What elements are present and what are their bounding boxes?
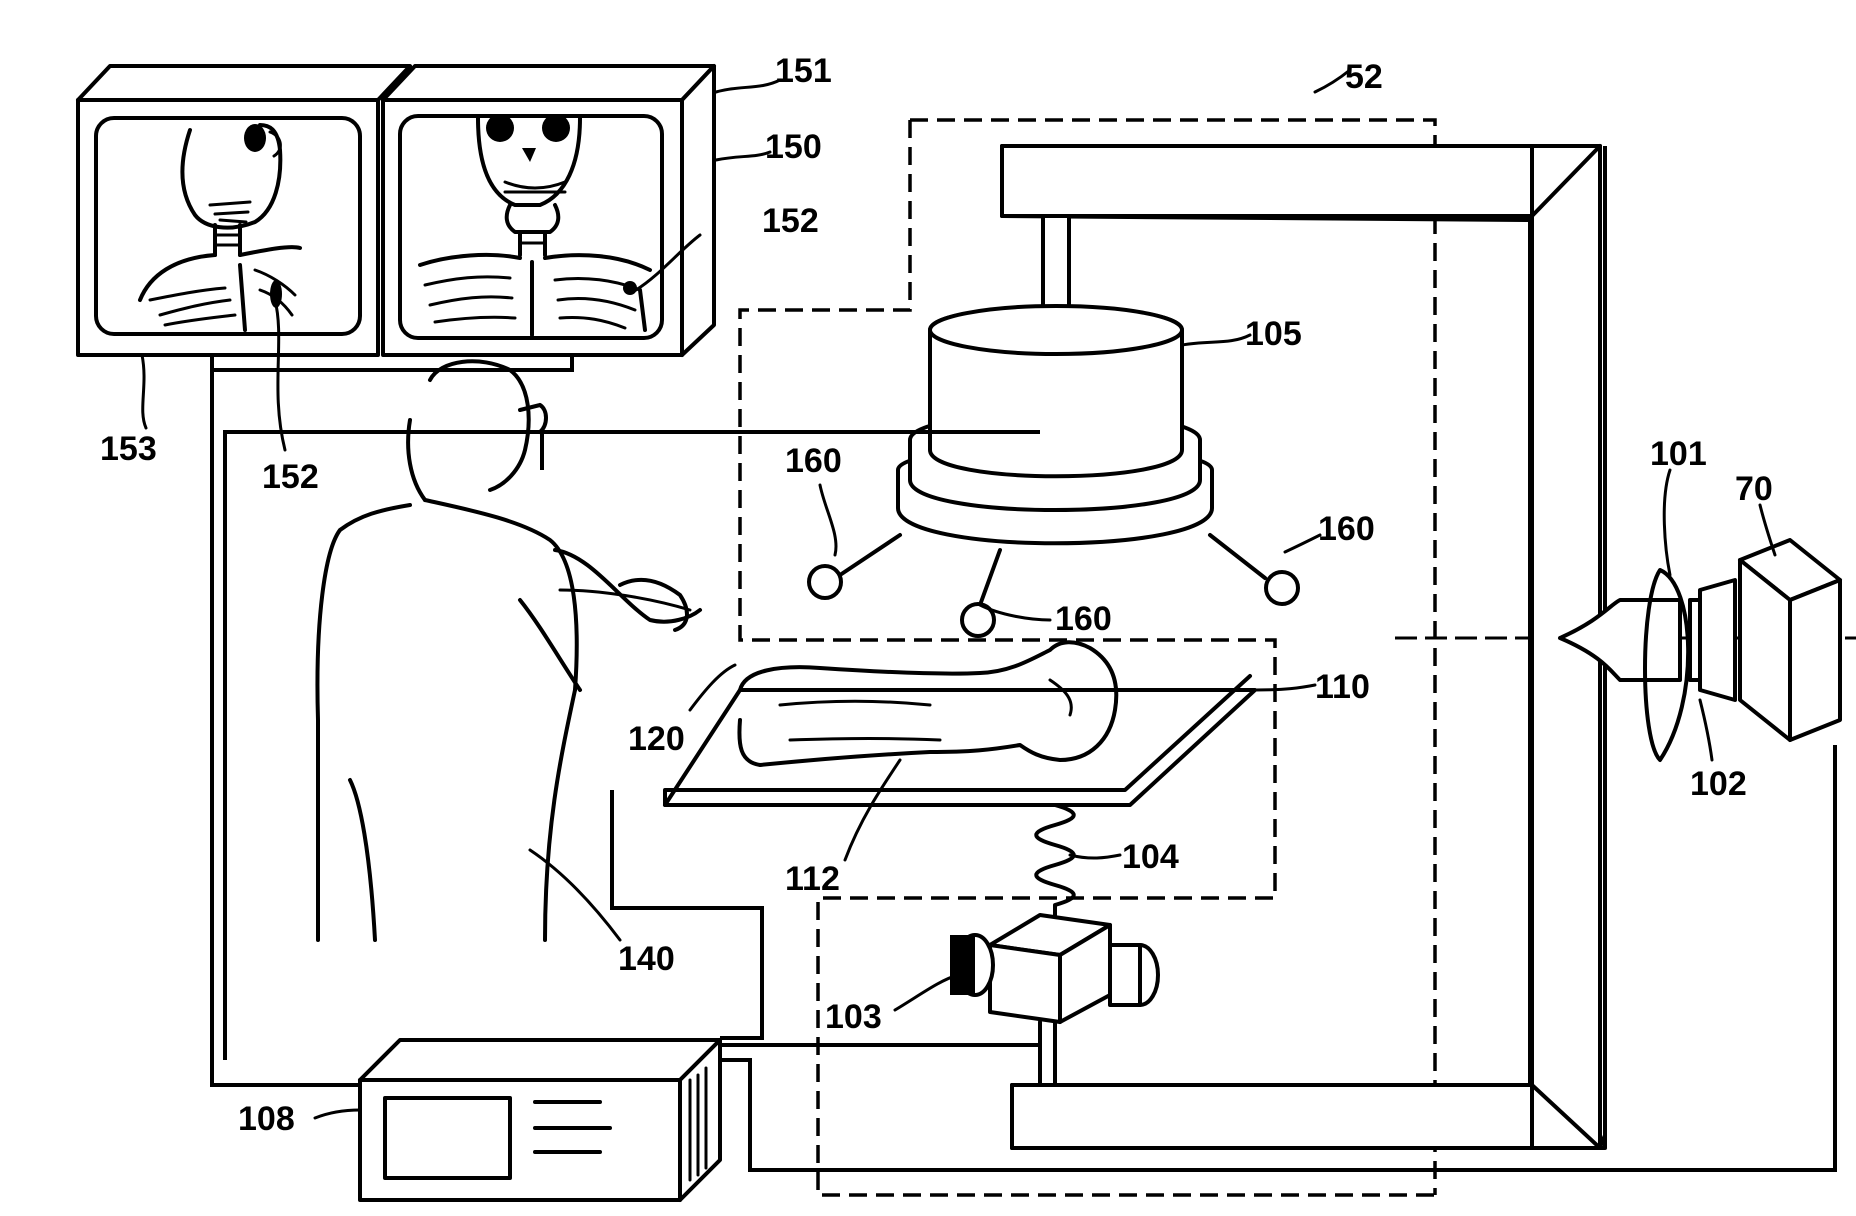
camera-70 (1740, 540, 1840, 740)
label-140: 140 (618, 940, 675, 978)
label-112: 112 (785, 860, 840, 898)
boundary-52 (910, 120, 1435, 1195)
label-152-left: 152 (262, 458, 319, 496)
label-108: 108 (238, 1100, 295, 1138)
label-104: 104 (1122, 838, 1179, 876)
label-150: 150 (765, 128, 822, 166)
label-151: 151 (775, 52, 832, 90)
label-160-left: 160 (785, 442, 842, 480)
label-160-right: 160 (1318, 510, 1375, 548)
label-160-middle: 160 (1055, 600, 1112, 638)
controller-108 (360, 1040, 720, 1200)
label-52: 52 (1345, 58, 1383, 96)
label-70: 70 (1735, 470, 1773, 508)
cylinder-105 (898, 306, 1212, 543)
tracking-markers-160 (809, 535, 1298, 636)
label-102: 102 (1690, 765, 1747, 803)
patient-table-110 (665, 676, 1255, 805)
label-105: 105 (1245, 315, 1302, 353)
label-152-right: 152 (762, 202, 819, 240)
label-103: 103 (825, 998, 882, 1036)
monitor-right (383, 66, 714, 355)
surgeon-figure (317, 361, 700, 940)
label-110: 110 (1315, 668, 1370, 706)
label-153: 153 (100, 430, 157, 468)
motor-103 (950, 915, 1158, 1085)
spring-104 (1036, 805, 1074, 920)
label-101: 101 (1650, 435, 1707, 473)
label-120: 120 (628, 720, 685, 758)
